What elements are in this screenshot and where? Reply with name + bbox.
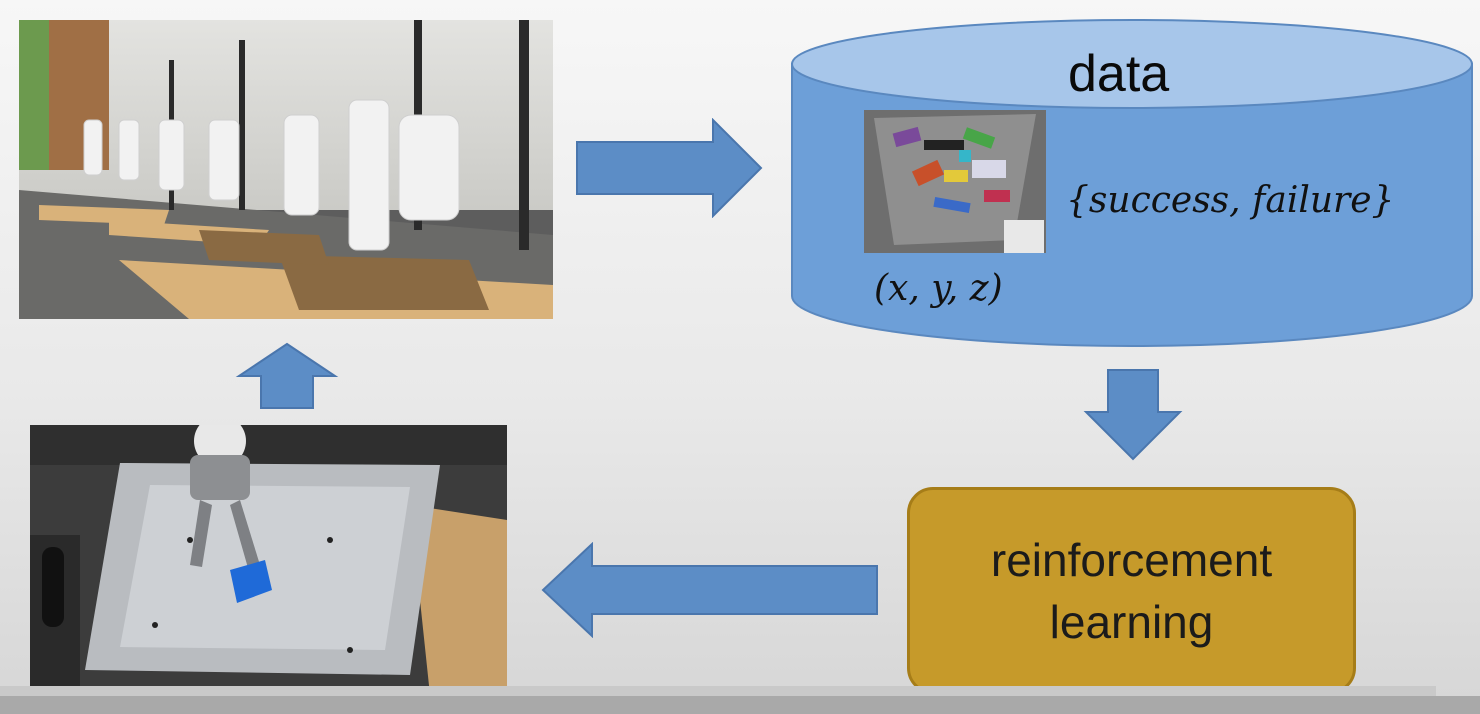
learner-label-line2: learning: [1049, 595, 1214, 648]
outcome-label: {success, failure}: [1066, 180, 1395, 221]
bottom-strip: [0, 696, 1480, 714]
arrow-up-icon: [235, 342, 339, 409]
grasp-scene-photo: [30, 425, 507, 695]
arrow-down-icon: [1083, 369, 1183, 461]
arrow-right-icon: [576, 118, 763, 218]
learner-label-line1: reinforcement: [990, 533, 1273, 586]
coordinates-label: (x, y, z): [874, 268, 1003, 309]
bottom-progress-bar: [0, 686, 1436, 696]
database-title: data: [1068, 45, 1170, 103]
robot-fleet-photo: [19, 20, 553, 319]
arrow-left-icon: [541, 542, 878, 638]
object-tray-thumbnail: [864, 110, 1046, 253]
reinforcement-learning-box: reinforcement learning: [907, 487, 1356, 694]
